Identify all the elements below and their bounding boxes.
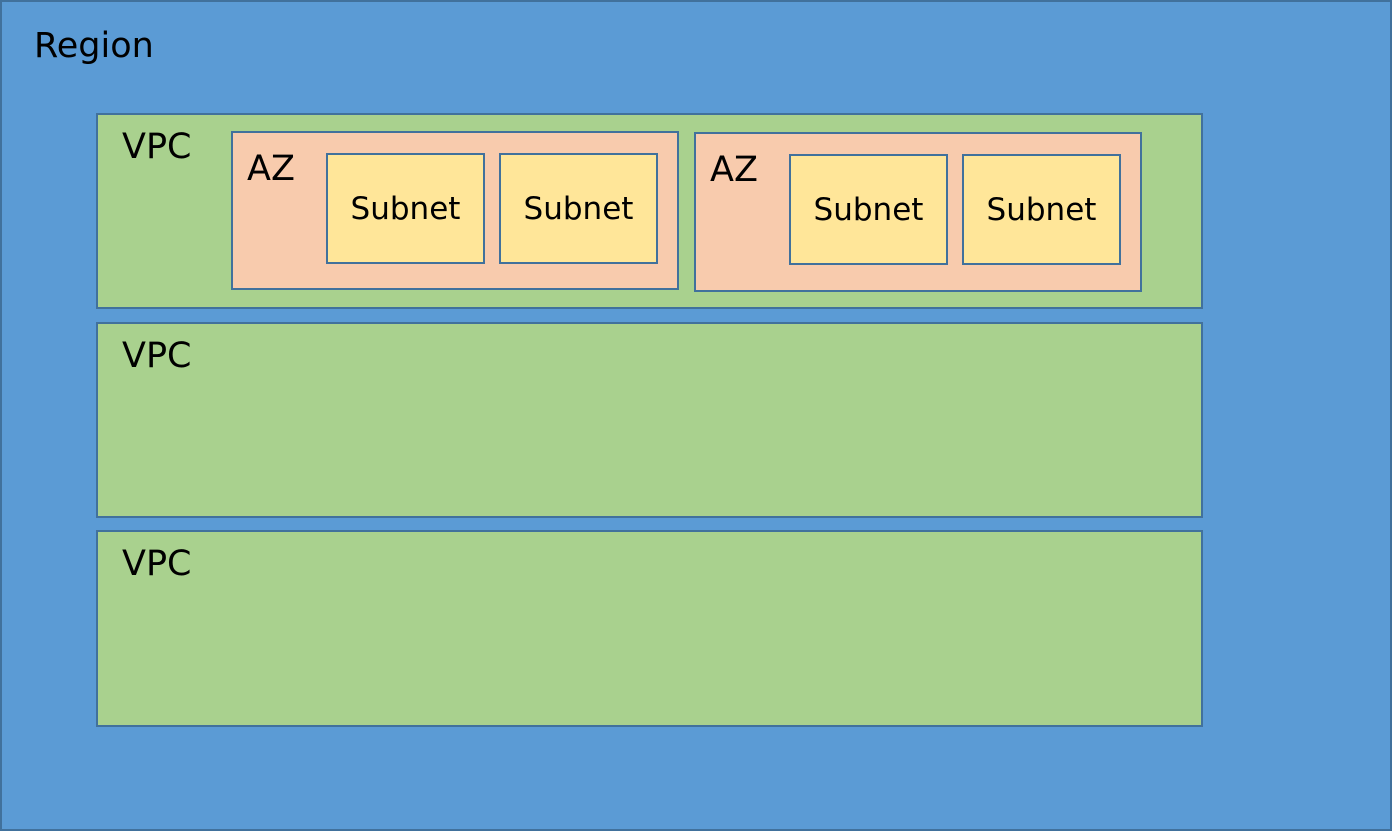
vpc-label: VPC (122, 336, 192, 376)
subnet-box: Subnet (499, 153, 658, 264)
subnet-label: Subnet (523, 190, 634, 227)
az-box-2: AZ Subnet Subnet (694, 132, 1142, 292)
az-label: AZ (710, 150, 758, 190)
subnet-box: Subnet (789, 154, 948, 265)
vpc-label: VPC (122, 544, 192, 584)
az-box-1: AZ Subnet Subnet (231, 131, 679, 290)
az-label: AZ (247, 149, 295, 189)
subnet-label: Subnet (350, 190, 461, 227)
vpc-box-1: VPC AZ Subnet Subnet AZ Subnet Subnet (96, 113, 1203, 309)
subnet-label: Subnet (986, 191, 1097, 228)
vpc-box-2: VPC (96, 322, 1203, 518)
subnet-box: Subnet (326, 153, 485, 264)
vpc-label: VPC (122, 127, 192, 167)
subnet-box: Subnet (962, 154, 1121, 265)
subnet-label: Subnet (813, 191, 924, 228)
vpc-box-3: VPC (96, 530, 1203, 727)
region-label: Region (34, 26, 154, 66)
